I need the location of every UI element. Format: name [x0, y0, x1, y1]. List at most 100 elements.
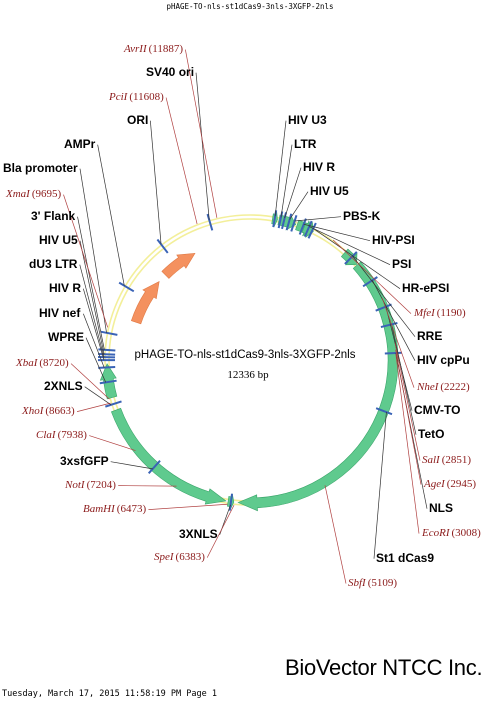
feature-arrow-ori: [161, 253, 196, 279]
label-hiv-u5-left: HIV U5: [39, 233, 78, 247]
leader-line: [381, 297, 415, 388]
label-ampr: AMPr: [64, 137, 96, 151]
site-xbai: XbaI(8720): [15, 357, 69, 369]
leader-line: [79, 240, 105, 355]
leader-line: [79, 168, 107, 333]
feature-tick: [375, 303, 392, 312]
label-bla-promoter: Bla promoter: [3, 161, 78, 175]
site-spei: SpeI(6383): [154, 551, 205, 563]
leader-line: [395, 354, 420, 534]
leader-line: [391, 324, 417, 435]
feature-tick: [156, 238, 169, 254]
leader-line: [309, 226, 391, 266]
leader-line: [79, 264, 105, 358]
feature-tick: [147, 459, 161, 474]
feature-tick: [105, 400, 122, 408]
leader-line: [77, 216, 105, 350]
feature-tick: [384, 351, 402, 355]
site-ecori: EcoRI(3008): [421, 527, 481, 539]
leader-line: [148, 503, 228, 510]
site-sbfi: SbfI(5109): [348, 577, 397, 589]
feature-tick: [298, 218, 307, 235]
company-logo: BioVector NTCC Inc.: [285, 655, 483, 680]
leader-line: [76, 402, 111, 412]
feature-ticks: [97, 210, 402, 511]
leader-line: [89, 435, 136, 451]
leader-line: [284, 167, 302, 219]
leader-line: [70, 363, 110, 400]
site-clai: ClaI(7938): [36, 429, 87, 441]
feature-arrow-3xsfgfp: [110, 407, 227, 505]
label-hiv-psi: HIV-PSI: [372, 233, 415, 247]
label-hiv-r-left: HIV R: [49, 281, 81, 295]
label-hiv-u3: HIV U3: [288, 113, 327, 127]
label-2xnls: 2XNLS: [44, 379, 83, 393]
feature-tick: [290, 214, 298, 232]
leader-line: [394, 342, 421, 461]
leader-line: [84, 386, 112, 406]
leader-line: [165, 97, 198, 225]
site-xhoi: XhoI(8663): [21, 405, 75, 417]
leader-line: [110, 461, 153, 470]
feature-tick: [375, 407, 393, 416]
feature-tick: [206, 213, 214, 231]
leader-line: [294, 216, 342, 222]
feature-arrow-rre: [340, 248, 358, 266]
feature-arrow-ampr: [130, 281, 160, 325]
feature-tick: [380, 321, 398, 329]
feature-tick: [99, 379, 117, 385]
leader-line: [83, 288, 105, 361]
site-agei: AgeI(2945): [423, 478, 476, 490]
feature-tick: [307, 222, 317, 239]
print-footer: Tuesday, March 17, 2015 11:58:19 PM Page…: [2, 689, 217, 699]
leader-line: [373, 412, 387, 559]
label-pbs-k: PBS-K: [343, 209, 381, 223]
leader-line: [352, 255, 416, 337]
label-ori: ORI: [127, 113, 148, 127]
feature-tick: [344, 251, 358, 265]
leader-line: [395, 349, 422, 485]
map-title: pHAGE-TO-nls-st1dCas9-3nls-3XGFP-2nls: [166, 2, 333, 11]
leader-line: [324, 485, 347, 584]
leader-line: [195, 72, 210, 220]
feature-arrows: [99, 211, 399, 512]
leader-line: [313, 228, 401, 289]
leader-line: [206, 504, 235, 558]
label-rre: RRE: [417, 329, 442, 343]
feature-tick: [303, 220, 313, 238]
leader-line: [332, 239, 412, 314]
label-ltr: LTR: [294, 137, 317, 151]
leader-line: [185, 49, 218, 218]
feature-tick: [118, 281, 135, 293]
feature-tick: [98, 366, 116, 369]
site-noti: NotI(7204): [64, 479, 116, 491]
leader-line: [118, 485, 177, 487]
plasmid-name: pHAGE-TO-nls-st1dCas9-3nls-3XGFP-2nls: [135, 349, 356, 361]
label-cmv-to: CMV-TO: [414, 403, 460, 417]
feature-tick: [100, 330, 118, 336]
site-bamhi: BamHI(6473): [83, 503, 146, 515]
site-mfei: MfeI(1190): [413, 307, 466, 319]
site-pcii: PciI(11608): [108, 91, 164, 103]
leader-line: [97, 144, 125, 286]
leader-line: [280, 144, 293, 218]
label-du3-ltr: dU3 LTR: [29, 257, 78, 271]
site-nhei: NheI(2222): [416, 381, 470, 393]
leader-line: [85, 337, 107, 383]
leader-line: [63, 194, 109, 328]
feature-tick: [228, 493, 234, 511]
label-3-flank: 3' Flank: [31, 209, 76, 223]
feature-tick: [362, 276, 378, 288]
label-wpre: WPRE: [48, 330, 84, 344]
label-3xnls: 3XNLS: [179, 527, 218, 541]
label-sv40-ori: SV40 ori: [146, 65, 194, 79]
leader-line: [149, 120, 162, 245]
feature-tick: [98, 352, 116, 356]
leader-line: [274, 120, 287, 217]
feature-tick: [285, 213, 293, 231]
label-hiv-r-right: HIV R: [303, 160, 335, 174]
label-nls: NLS: [429, 501, 453, 515]
site-sali: SalI(2851): [422, 454, 471, 466]
plasmid-length: 12336 bp: [227, 369, 269, 381]
